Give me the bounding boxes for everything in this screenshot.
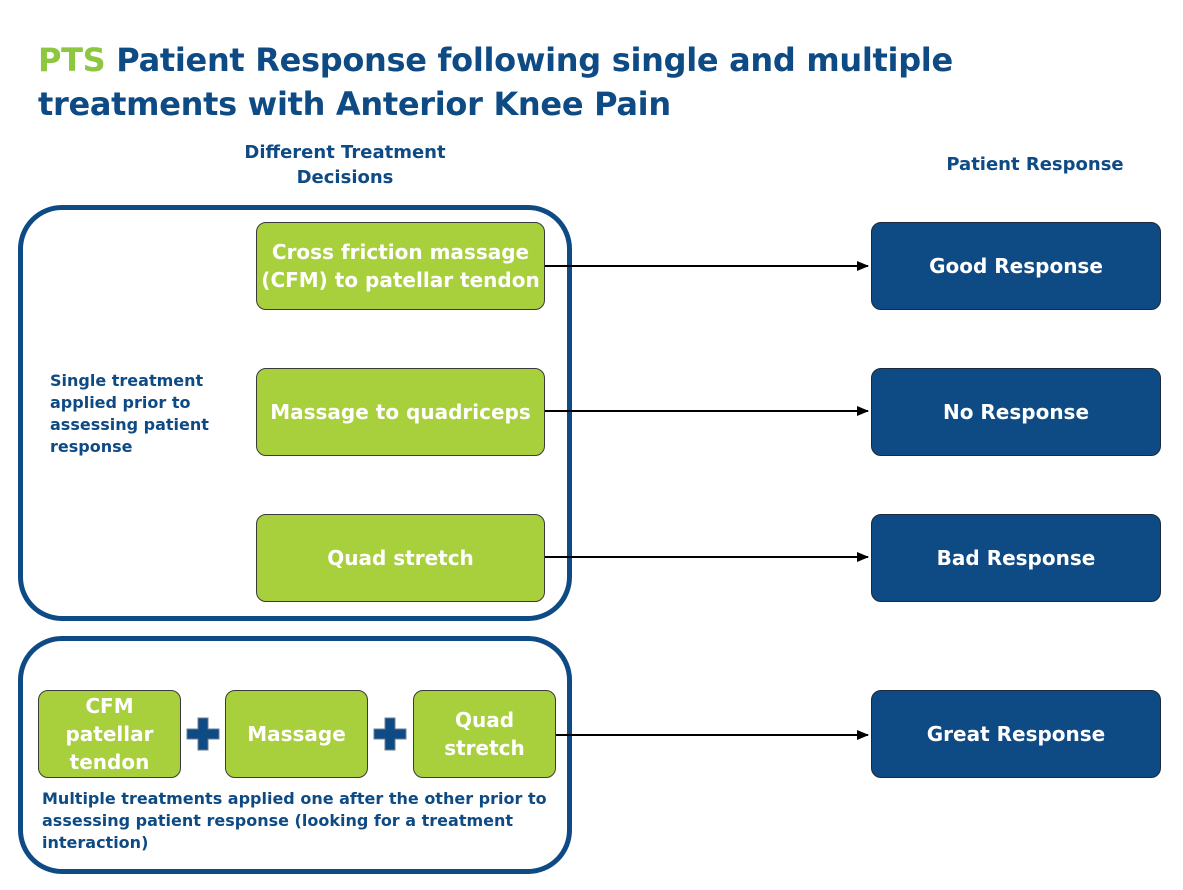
plus-icon	[186, 717, 220, 751]
multi-treatment-quad-stretch: Quad stretch	[413, 690, 556, 778]
response-good: Good Response	[871, 222, 1161, 310]
multiple-treatment-group	[18, 636, 572, 874]
response-none: No Response	[871, 368, 1161, 456]
plus-icon	[373, 717, 407, 751]
single-treatment-group	[18, 205, 572, 621]
treatment-cfm-patellar-tendon: Cross friction massage (CFM) to patellar…	[256, 222, 545, 310]
multi-treatment-massage: Massage	[225, 690, 368, 778]
title-accent: PTS	[38, 41, 106, 79]
page-title: PTS Patient Response following single an…	[38, 38, 1138, 126]
response-bad: Bad Response	[871, 514, 1161, 602]
header-patient-response: Patient Response	[946, 154, 1124, 175]
treatment-massage-quadriceps: Massage to quadriceps	[256, 368, 545, 456]
title-text: Patient Response following single and mu…	[38, 41, 953, 123]
header-treatment-decisions: Different Treatment Decisions	[244, 142, 446, 188]
multi-treatment-cfm: CFM patellar tendon	[38, 690, 181, 778]
single-treatment-note: Single treatment applied prior to assess…	[50, 371, 209, 456]
treatment-quad-stretch: Quad stretch	[256, 514, 545, 602]
multiple-treatment-note: Multiple treatments applied one after th…	[42, 789, 547, 852]
response-great: Great Response	[871, 690, 1161, 778]
